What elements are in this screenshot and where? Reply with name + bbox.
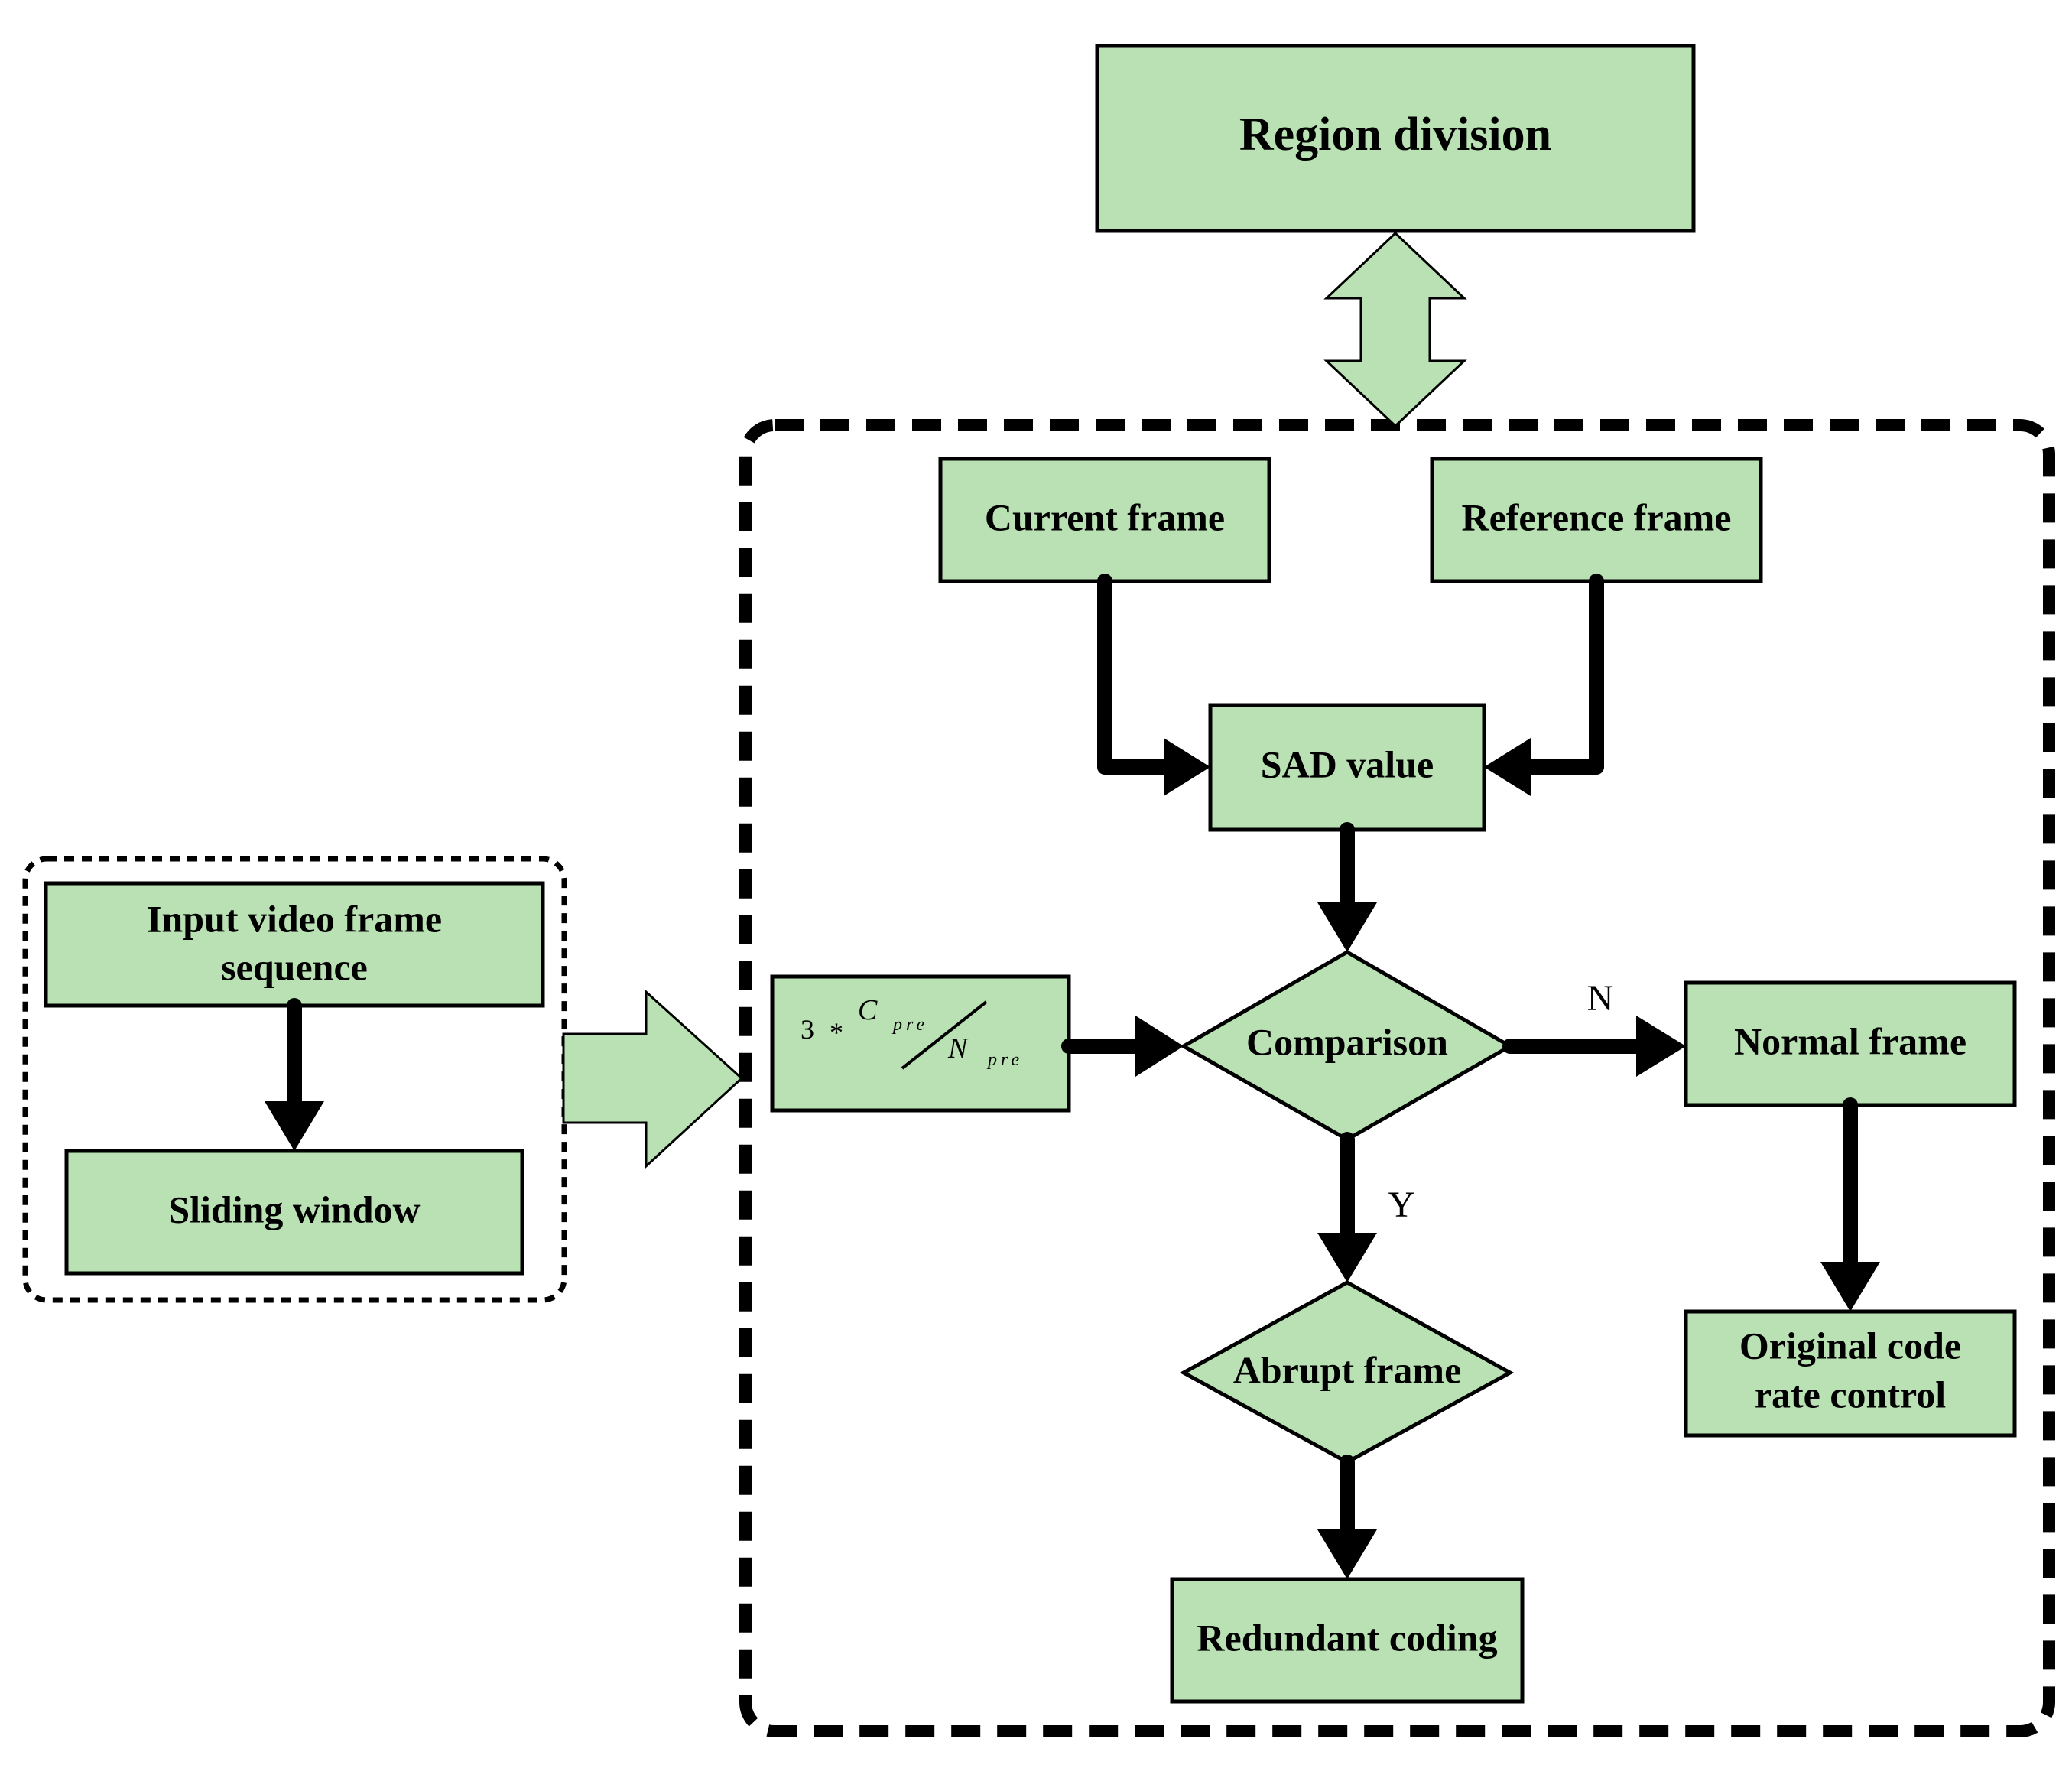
threshold-formula-box — [770, 974, 1071, 1113]
normal-frame-box — [1684, 980, 2017, 1107]
connector-input-to-sliding — [265, 998, 324, 1151]
yes-branch-label: Y — [1388, 1185, 1415, 1225]
redundant-coding-box — [1170, 1577, 1525, 1704]
no-branch-label: N — [1587, 978, 1614, 1019]
formula-denominator: N — [947, 1032, 969, 1065]
redundant-coding-label: Redundant coding — [1197, 1616, 1497, 1659]
reference-frame-box — [1430, 457, 1763, 583]
sliding-window-label: Sliding window — [168, 1188, 420, 1230]
formula-operator: * — [830, 1017, 843, 1048]
abrupt-frame-label: Abrupt frame — [1233, 1348, 1462, 1391]
input-sequence-label-line2: sequence — [221, 945, 368, 988]
original-code-rate-label-line2: rate control — [1755, 1373, 1946, 1416]
right-flow-arrow-shape — [562, 989, 744, 1169]
formula-numerator: C — [858, 994, 878, 1026]
connector-reference-to-sad — [1484, 574, 1604, 796]
region-division-box — [1095, 44, 1696, 233]
formula-fraction-slash — [901, 1000, 988, 1070]
reference-frame-label: Reference frame — [1461, 496, 1731, 538]
double-arrow-shape — [1323, 231, 1467, 428]
input-sequence-label-line1: Input video frame — [147, 897, 442, 940]
formula-coefficient: 3 — [801, 1014, 814, 1045]
current-frame-label: Current frame — [985, 496, 1225, 538]
input-sequence-box — [44, 881, 545, 1008]
original-code-rate-label-line1: Original code — [1739, 1324, 1961, 1367]
region-division-label: Region division — [1239, 109, 1551, 161]
connector-normal-to-original — [1820, 1097, 1880, 1312]
sad-value-box — [1208, 703, 1486, 832]
sliding-window-box — [64, 1149, 524, 1276]
formula-denominator-subscript: pre — [986, 1050, 1023, 1070]
sad-value-label: SAD value — [1261, 743, 1434, 785]
comparison-label: Comparison — [1246, 1020, 1448, 1063]
connector-abrupt-to-redundant — [1317, 1455, 1377, 1579]
normal-frame-label: Normal frame — [1734, 1019, 1966, 1062]
threshold-formula: 3 * C pre N pre — [801, 994, 1023, 1070]
connector-comparison-to-normal — [1502, 1016, 1686, 1077]
formula-numerator-subscript: pre — [891, 1015, 928, 1035]
connector-current-to-sad — [1097, 574, 1210, 796]
connector-formula-to-comparison — [1061, 1016, 1184, 1077]
connector-comparison-to-abrupt — [1317, 1132, 1377, 1282]
connector-sad-to-comparison — [1317, 822, 1377, 952]
